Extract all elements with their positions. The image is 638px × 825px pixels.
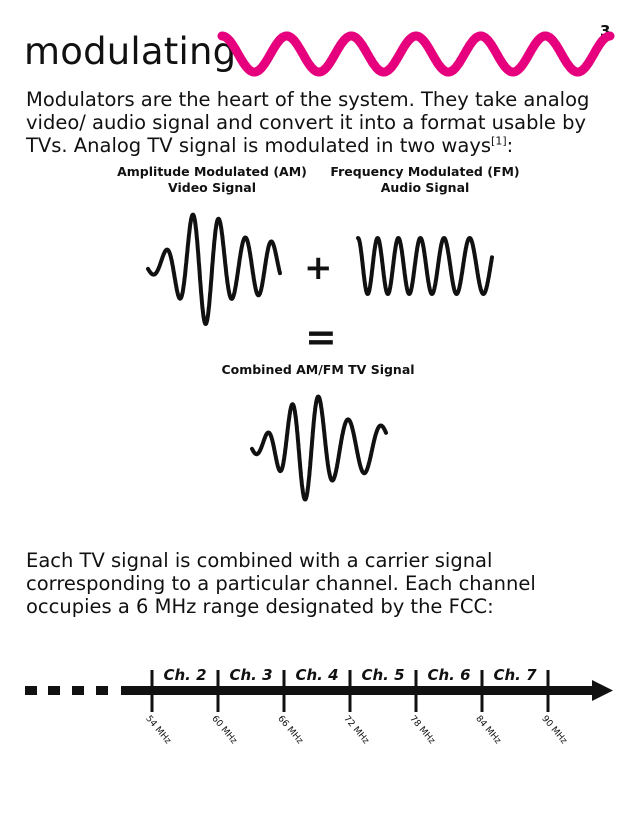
dashed-axis-start — [25, 686, 108, 695]
axis-tick — [348, 670, 352, 712]
fm-caption-line1: Frequency Modulated (FM) — [330, 164, 520, 179]
channel-label: Ch. 3 — [229, 666, 273, 684]
channel-label: Ch. 2 — [163, 666, 207, 684]
channel-axis — [25, 670, 613, 712]
channel-label: Ch. 4 — [295, 666, 339, 684]
axis-tick — [150, 670, 154, 712]
am-caption: Amplitude Modulated (AM) Video Signal — [112, 164, 312, 196]
axis-line — [121, 686, 596, 695]
signal-diagram — [146, 212, 494, 502]
intro-reference: [1] — [491, 134, 507, 148]
channel-label: Ch. 7 — [493, 666, 537, 684]
axis-tick — [480, 670, 484, 712]
plus-sign: + — [304, 248, 333, 288]
am-wave-icon — [146, 212, 282, 326]
sine-wave-banner-icon — [217, 31, 615, 77]
combined-wave-icon — [250, 394, 388, 502]
fm-wave-icon — [356, 236, 494, 296]
fm-caption: Frequency Modulated (FM) Audio Signal — [325, 164, 525, 196]
intro-tail: : — [506, 134, 514, 157]
channel-label: Ch. 5 — [361, 666, 405, 684]
equals-sign: = — [305, 315, 337, 359]
fm-caption-line2: Audio Signal — [380, 180, 470, 195]
axis-tick — [282, 670, 286, 712]
page-number: 3 — [600, 22, 611, 40]
combined-caption: Combined AM/FM TV Signal — [221, 362, 415, 377]
page-title: modulating — [24, 30, 237, 73]
axis-tick — [546, 670, 550, 712]
intro-text: Modulators are the heart of the system. … — [26, 88, 590, 157]
axis-tick — [216, 670, 220, 712]
intro-paragraph: Modulators are the heart of the system. … — [26, 88, 626, 157]
channel-label: Ch. 6 — [427, 666, 471, 684]
body-paragraph: Each TV signal is combined with a carrie… — [26, 549, 536, 618]
am-caption-line2: Video Signal — [168, 180, 256, 195]
axis-tick — [414, 670, 418, 712]
axis-arrowhead-icon — [592, 680, 613, 701]
am-caption-line1: Amplitude Modulated (AM) — [117, 164, 307, 179]
